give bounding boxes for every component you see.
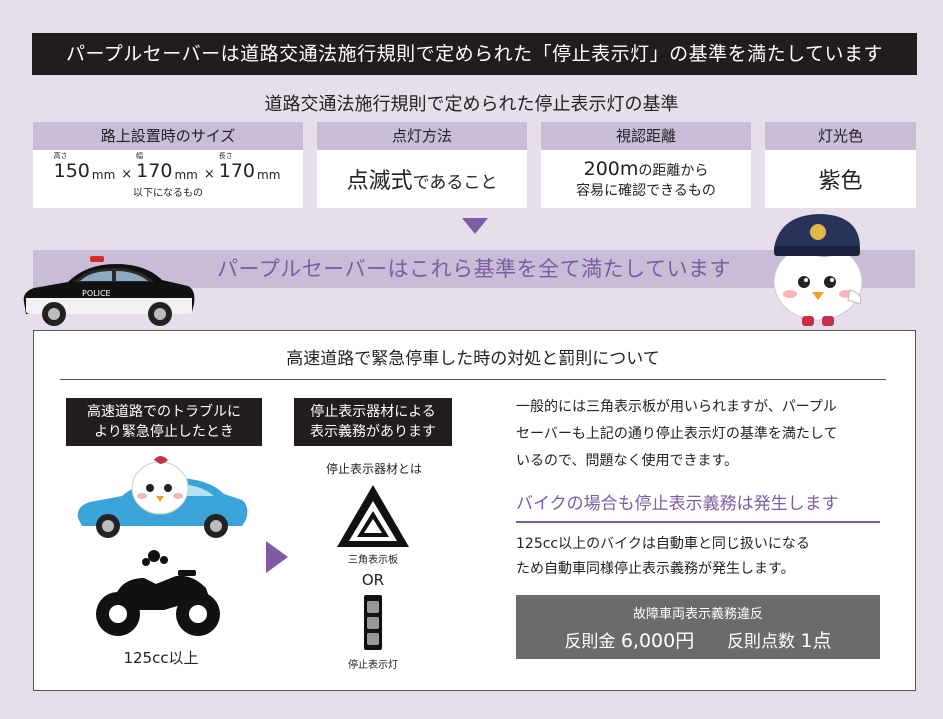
police-text: POLICE: [82, 289, 111, 298]
color-header: 灯光色: [765, 122, 916, 150]
triangle-caption: 三角表示板: [348, 555, 398, 566]
equipment-caption: 停止表示器材とは: [325, 462, 422, 476]
color-body: 紫色: [818, 169, 863, 194]
points-label: 反則点数: [727, 632, 796, 652]
penalty-box: 故障車両表示義務違反 反則金 6,000円 反則点数 1点: [516, 595, 880, 659]
blink-column: 点灯方法 点滅式であること: [317, 122, 527, 208]
officer-mascot-icon: [773, 214, 863, 326]
or-text: OR: [361, 571, 385, 589]
blink-header: 点灯方法: [317, 122, 527, 150]
color-column: 灯光色 紫色: [765, 122, 916, 208]
distance-header: 視認距離: [541, 122, 751, 150]
explanation-text: 一般的には三角表示板が用いられますが、パープル セーバーも上記の通り停止表示灯の…: [516, 399, 838, 469]
standards-title: 道路交通法施行規則で定められた停止表示灯の基準: [264, 94, 679, 115]
points-value: 1点: [800, 630, 832, 652]
motorcycle-caption: 125cc以上: [123, 649, 199, 667]
distance-column: 視認距離 200mの距離から 容易に確認できるもの: [541, 122, 751, 208]
police-car-icon: POLICE: [23, 256, 195, 326]
blue-car-mascot-icon: [77, 456, 248, 538]
bike-text: 125cc以上のバイクは自動車と同じ扱いになる ため自動車同様停止表示義務が発生…: [516, 536, 810, 577]
bike-heading: バイクの場合も停止表示義務は発生します: [516, 489, 880, 523]
size-note: 以下になるもの: [133, 187, 203, 199]
trouble-label: 高速道路でのトラブルに より緊急停止したとき: [66, 398, 262, 446]
lamp-caption: 停止表示灯: [348, 660, 398, 671]
down-arrow-icon: [462, 218, 488, 234]
penalty-row: 反則金 6,000円 反則点数 1点: [516, 626, 880, 653]
blink-body: 点滅式であること: [346, 169, 498, 194]
motorcycle-icon: [96, 550, 220, 636]
fine-label: 反則金: [564, 632, 616, 652]
meets-standards-bar: パープルセーバーはこれら基準を全て満たしています: [33, 250, 915, 288]
highway-title: 高速道路で緊急停車した時の対処と罰則について: [60, 344, 886, 380]
warning-triangle-icon: [337, 485, 409, 547]
top-banner: パープルセーバーは道路交通法施行規則で定められた「停止表示灯」の基準を満たしてい…: [32, 33, 917, 75]
right-arrow-icon: [266, 541, 288, 573]
fine-value: 6,000円: [620, 630, 695, 652]
stop-lamp-icon: [364, 595, 382, 650]
size-header: 路上設置時のサイズ: [33, 122, 303, 150]
duty-label: 停止表示器材による 表示義務があります: [294, 398, 452, 446]
penalty-title: 故障車両表示義務違反: [632, 607, 763, 622]
distance-body: 200mの距離から 容易に確認できるもの: [576, 158, 716, 199]
